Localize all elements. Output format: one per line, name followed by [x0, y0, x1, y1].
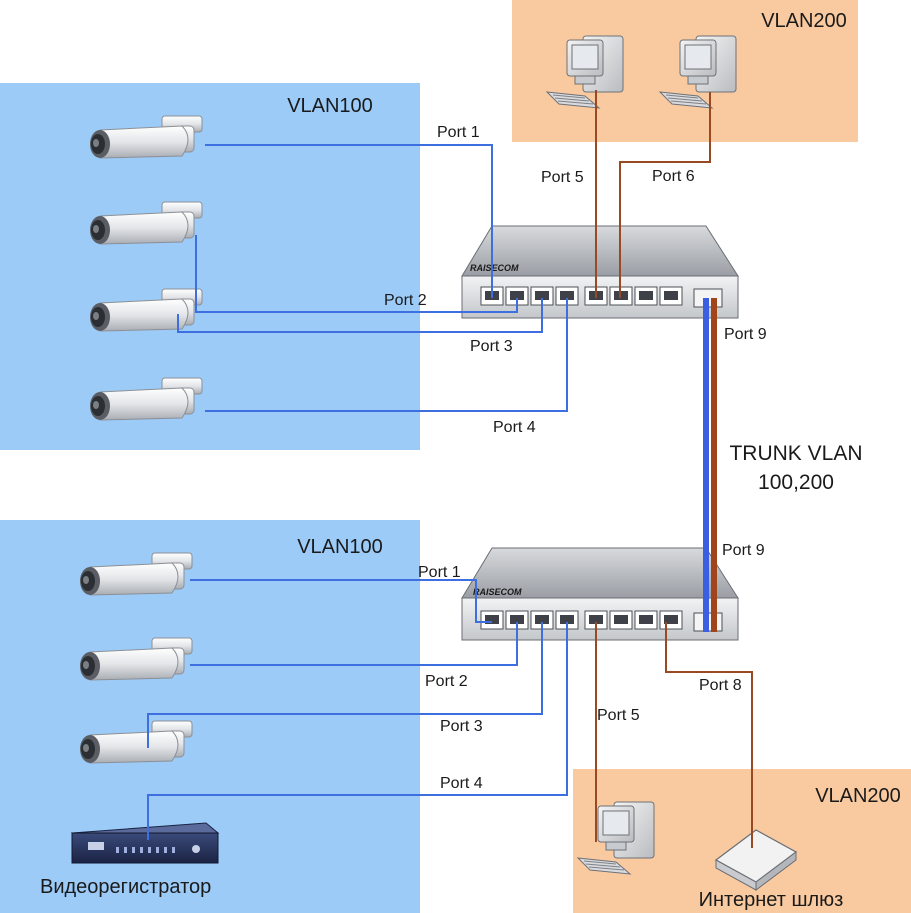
bottom-port-1-label: Port 1 — [418, 564, 461, 581]
bottom-switch: RAISECOM — [461, 547, 739, 641]
top-switch: RAISECOM — [461, 225, 739, 319]
trunk-label-line1: TRUNK VLAN — [729, 442, 862, 465]
top-port-5-label: Port 5 — [541, 169, 584, 186]
bottom-port-5-label: Port 5 — [597, 707, 640, 724]
bottom-port-3-label: Port 3 — [440, 718, 483, 735]
top-port-4-label: Port 4 — [493, 419, 536, 436]
bottom-switch-brand: RAISECOM — [473, 587, 522, 597]
top-port-6-label: Port 6 — [652, 168, 695, 185]
bottom-port-4-label: Port 4 — [440, 775, 483, 792]
dvr-icon — [70, 822, 220, 864]
top-port-3-label: Port 3 — [470, 338, 513, 355]
gateway-label: Интернет шлюз — [699, 889, 844, 911]
top-switch-brand: RAISECOM — [470, 263, 519, 273]
vlan200-bottom-label: VLAN200 — [815, 785, 901, 807]
bottom-port-2-label: Port 2 — [425, 673, 468, 690]
trunk-cable — [703, 298, 717, 632]
vlan200-top-label: VLAN200 — [761, 10, 847, 32]
trunk-label-line2: 100,200 — [758, 471, 834, 494]
top-port-2-label: Port 2 — [384, 292, 427, 309]
bottom-port-9-label: Port 9 — [722, 542, 765, 559]
bottom-port-8-label: Port 8 — [699, 677, 742, 694]
internet-gateway-icon — [714, 829, 798, 891]
dvr-label: Видеорегистратор — [40, 876, 211, 898]
vlan100-top-label: VLAN100 — [287, 95, 373, 117]
vlan100-cables — [147, 144, 568, 840]
top-port-1-label: Port 1 — [437, 124, 480, 141]
top-port-9-label: Port 9 — [724, 326, 767, 343]
vlan100-bottom-label: VLAN100 — [297, 536, 383, 558]
vlan100-top-zone — [0, 83, 420, 450]
vlan200-cables — [595, 90, 753, 848]
